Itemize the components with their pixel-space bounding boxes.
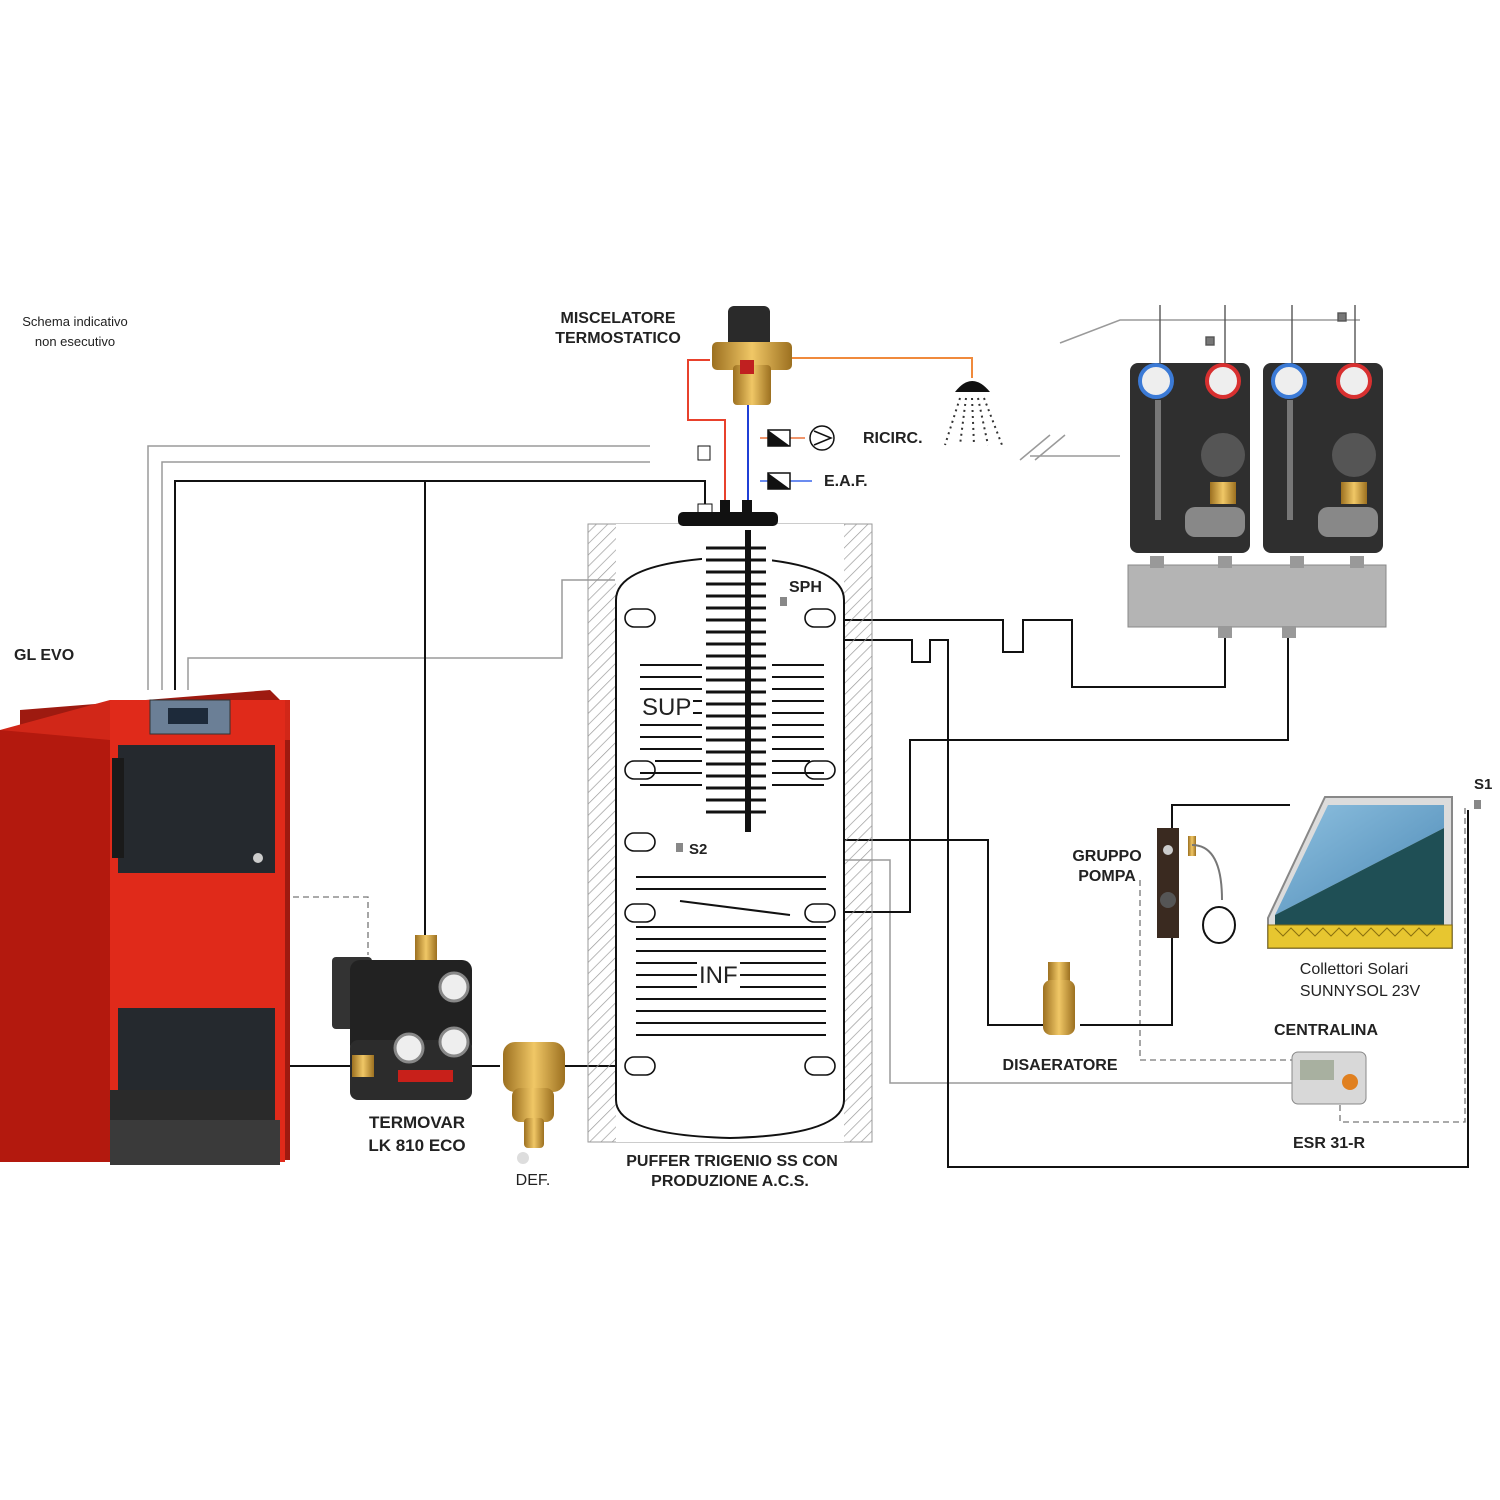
termovar-label-line1: TERMOVAR <box>368 1113 466 1132</box>
check-valve-recirc-icon <box>767 429 791 447</box>
thermostatic-mixer[interactable] <box>712 306 792 405</box>
s1-sensor-label: S1 <box>1474 776 1493 793</box>
controller-model: ESR 31-R <box>1292 1135 1366 1152</box>
sph-sensor-label: SPH <box>789 579 822 596</box>
sup-zone-label: SUP <box>640 694 694 723</box>
controller-title: CENTRALINA <box>1274 1022 1378 1039</box>
tank-sensors <box>676 597 787 852</box>
tank-connections <box>624 608 836 1076</box>
defangator-filter[interactable] <box>503 1042 565 1164</box>
inf-zone-label: INF <box>697 962 740 991</box>
recirc-pump-icon <box>809 425 835 451</box>
pump-station-1[interactable] <box>1130 363 1250 553</box>
s2-sensor-label: S2 <box>689 841 708 858</box>
disclaimer-line1: Schema indicativo <box>22 314 128 329</box>
mixer-label-line1: MISCELATORE <box>560 310 676 327</box>
pump-station-2[interactable] <box>1263 363 1383 553</box>
shower-icon <box>944 381 1003 446</box>
boiler-gl-evo[interactable] <box>0 690 290 1165</box>
solar-collector[interactable] <box>1267 796 1481 949</box>
pump-station-supply-lines <box>1159 305 1356 363</box>
eaf-label: E.A.F. <box>824 473 868 490</box>
check-valve-eaf-icon <box>767 472 791 490</box>
hydraulic-manifold <box>1127 556 1387 638</box>
solar-label-line1: Collettori Solari <box>1299 961 1409 978</box>
pump-group-label-line1: GRUPPO <box>1072 848 1142 865</box>
mixer-label-line2: TERMOSTATICO <box>555 330 681 347</box>
termovar-label-line2: LK 810 ECO <box>368 1136 466 1155</box>
solar-label-line2: SUNNYSOL 23V <box>1299 983 1421 1000</box>
sensor-wiring <box>147 319 1360 1084</box>
filter-label: DEF. <box>515 1172 551 1189</box>
solar-pump-group[interactable] <box>1157 828 1236 944</box>
deaerator-label: DISAERATORE <box>1002 1057 1118 1074</box>
pump-group-label-line2: POMPA <box>1078 868 1136 885</box>
recirc-label: RICIRC. <box>863 430 923 447</box>
tank-caption-line1: PUFFER TRIGENIO SS CON <box>626 1153 838 1170</box>
tank-caption-line2: PRODUZIONE A.C.S. <box>651 1173 809 1190</box>
disclaimer-line2: non esecutivo <box>34 334 116 349</box>
dashed-wiring <box>293 805 1466 1123</box>
controller-esr31r[interactable] <box>1291 1051 1367 1105</box>
boiler-label: GL EVO <box>14 647 75 664</box>
termovar-valve[interactable] <box>332 935 472 1100</box>
deaerator[interactable] <box>1043 962 1075 1035</box>
dhw-coil <box>702 530 772 832</box>
